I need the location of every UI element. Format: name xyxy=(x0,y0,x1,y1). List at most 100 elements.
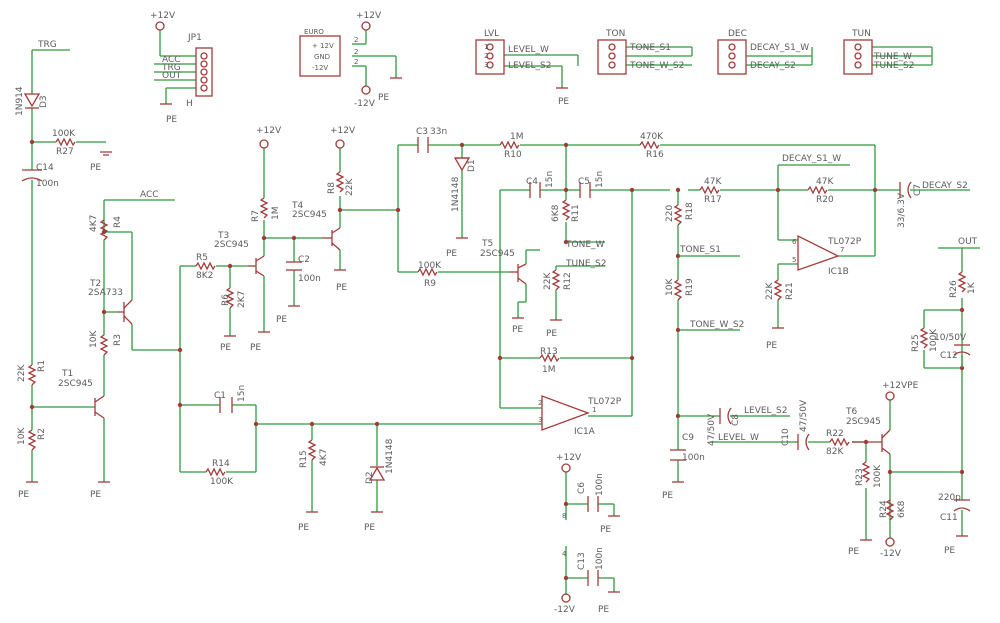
plus12v-label-3: +12V xyxy=(330,126,356,136)
minus12v-label-3: -12V xyxy=(880,549,902,559)
c5-label: C5 xyxy=(578,177,590,187)
jp1-trg: TRG xyxy=(161,63,181,73)
r15-label: R15 xyxy=(299,450,309,468)
d2-value: 1N4148 xyxy=(385,438,395,474)
ton-tone-s1: TONE_S1 xyxy=(629,43,671,53)
pe-label-1: PE xyxy=(90,163,101,173)
r9-value: 100K xyxy=(418,261,442,271)
plus12vpe-label: +12VPE xyxy=(882,381,919,391)
out-label: OUT xyxy=(958,237,978,247)
r20-label: R20 xyxy=(816,195,834,205)
r19-value: 10K xyxy=(665,278,675,296)
dec-label: DEC xyxy=(728,29,747,39)
c14-value: 100n xyxy=(36,179,59,189)
euro-pin2: 2 xyxy=(354,48,358,56)
r6-label: R6 xyxy=(221,294,231,306)
lvl-level-s2: LEVEL_S2 xyxy=(508,61,552,71)
t6-label: T6 xyxy=(845,407,857,417)
r7-label: R7 xyxy=(251,210,261,222)
ic1a-pin1: 1 xyxy=(592,406,596,414)
lvl-label: LVL xyxy=(484,29,499,39)
r5-value: 8K2 xyxy=(196,271,213,281)
r24-value: 6K8 xyxy=(897,500,907,518)
r16-label: R16 xyxy=(646,150,664,160)
r9-label: R9 xyxy=(424,279,436,289)
euro-label: EURO xyxy=(304,28,324,36)
r3-value: 10K xyxy=(89,330,99,348)
r19-label: R19 xyxy=(685,278,695,296)
pe-label-11: PE xyxy=(766,341,777,351)
ground-symbols xyxy=(26,77,968,593)
r21-label: R21 xyxy=(785,282,795,300)
tune-s2-label: TUNE_S2 xyxy=(565,259,606,269)
minus12v-label-1: -12V xyxy=(354,99,376,109)
r12-label: R12 xyxy=(563,272,573,290)
c8-value: 47/50V xyxy=(707,413,717,446)
pe-label-16: PE xyxy=(944,546,955,556)
c7-value: 33/6.3V xyxy=(897,192,907,228)
d1-label: D1 xyxy=(467,159,477,172)
r23-label: R23 xyxy=(855,468,865,486)
c9-value: 100n xyxy=(682,453,705,463)
t3-value: 2SC945 xyxy=(214,240,249,250)
t4-label: T4 xyxy=(291,201,303,211)
c6-value: 100n xyxy=(595,473,605,496)
plus12v-label-1: +12V xyxy=(150,11,176,21)
r12-value: 22K xyxy=(543,272,553,290)
pe-label-15: PE xyxy=(848,547,859,557)
r22-label: R22 xyxy=(826,429,844,439)
pe-label-7: PE xyxy=(336,283,347,293)
c4-value: 15n xyxy=(545,171,555,188)
c8-label: C8 xyxy=(731,414,741,426)
jp1-acc: ACC xyxy=(162,55,181,65)
ic1a-label: IC1A xyxy=(574,427,596,437)
r1-label: R1 xyxy=(37,360,47,372)
dec-decay-s2: DECAY_S2 xyxy=(750,61,796,71)
ic1b-pin6: 6 xyxy=(792,238,797,246)
t1-label: T1 xyxy=(61,369,73,379)
c7-label: C7 xyxy=(913,184,923,196)
r5-label: R5 xyxy=(196,253,208,263)
pe-label-18: PE xyxy=(598,605,609,615)
op-amps xyxy=(541,234,840,431)
trg-label: TRG xyxy=(37,40,57,50)
pe-label-19: PE xyxy=(166,115,177,125)
r23-value: 100K xyxy=(873,464,883,488)
level-s2-label: LEVEL_S2 xyxy=(744,406,788,416)
euro-pin3: 2 xyxy=(354,58,358,66)
c13-label: C13 xyxy=(577,552,587,570)
r4-label: R4 xyxy=(113,216,123,228)
r26-label: R26 xyxy=(949,280,959,298)
pe-label-4: PE xyxy=(220,343,231,353)
c2-value: 100n xyxy=(298,274,321,284)
ic1a-value: TL072P xyxy=(587,397,622,407)
c5-value: 15n xyxy=(595,171,605,188)
r21-value: 22K xyxy=(765,282,775,300)
wires xyxy=(31,30,980,595)
c14-label: C14 xyxy=(36,163,54,173)
c11-value: 220p xyxy=(938,493,961,503)
t3-label: T3 xyxy=(217,231,229,241)
supply-symbols xyxy=(155,21,895,603)
r6-value: 2K7 xyxy=(237,291,247,308)
t2-value: 2SA733 xyxy=(88,288,123,298)
r27-label: R27 xyxy=(56,147,74,157)
pot-pin-2a: 2 xyxy=(484,52,488,60)
decay-s1-w-label: DECAY_S1_W xyxy=(782,154,841,164)
c10-value: 47/50V xyxy=(799,399,809,432)
ic1b-label: IC1B xyxy=(828,267,849,277)
r3-label: R3 xyxy=(113,334,123,346)
pe-label-17: PE xyxy=(600,525,611,535)
r16-value: 470K xyxy=(640,132,664,142)
tun-tune-s2: TUNE_S2 xyxy=(873,61,914,71)
r8-label: R8 xyxy=(327,182,337,194)
tone-s1-label: TONE_S1 xyxy=(679,245,721,255)
t1-value: 2SC945 xyxy=(58,379,93,389)
c1-value: 15n xyxy=(237,385,247,402)
junctions xyxy=(29,139,965,581)
c4-label: C4 xyxy=(526,177,538,187)
r13-value: 1M xyxy=(542,365,556,375)
pe-label-8: PE xyxy=(446,249,457,259)
jp1-h: H xyxy=(186,99,193,109)
ic1b-pin5: 5 xyxy=(792,256,796,264)
